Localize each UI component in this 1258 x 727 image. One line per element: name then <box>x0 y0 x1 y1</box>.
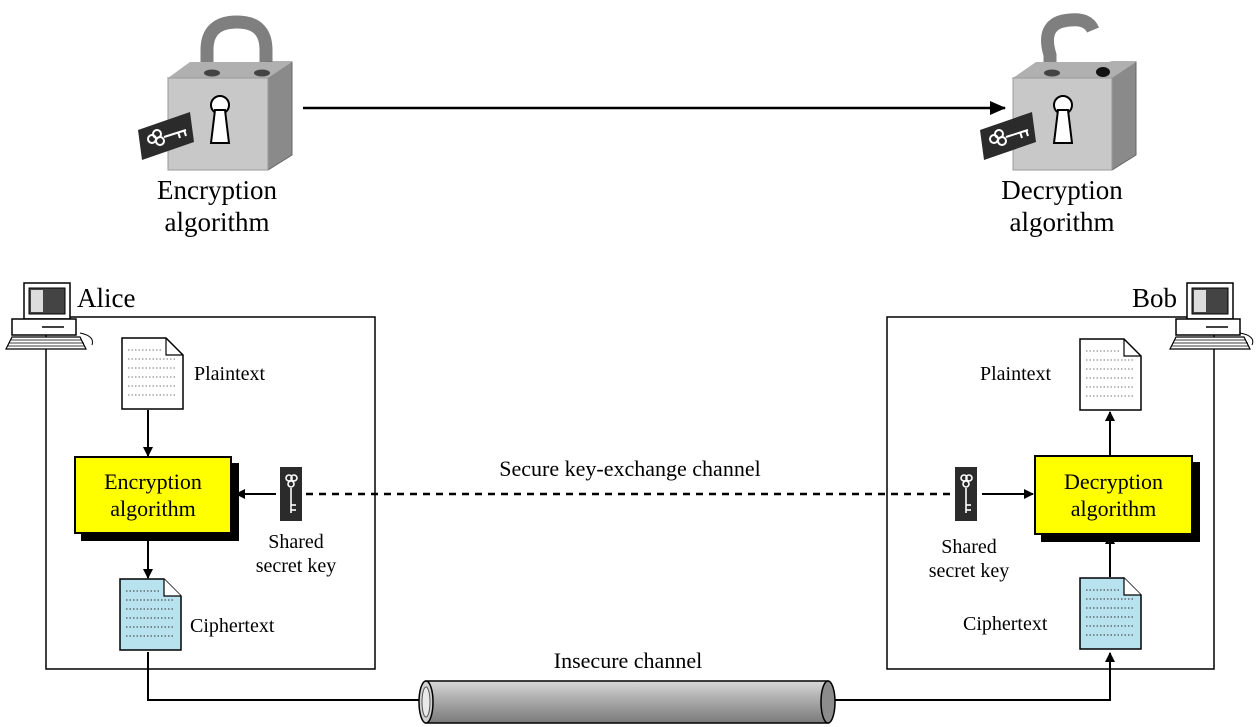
insecure-path-left <box>147 652 426 701</box>
label-line: Decryption <box>1001 175 1123 205</box>
padlock-open-icon <box>980 13 1137 171</box>
bob-box <box>886 316 1215 670</box>
label-line: algorithm <box>110 496 196 521</box>
pipe-icon <box>418 680 836 724</box>
label-line: Decryption <box>1064 468 1163 494</box>
computer-icon <box>5 282 93 350</box>
label-line: Encryption <box>104 468 202 494</box>
encryption-algorithm-label: Encryption algorithm <box>142 174 292 239</box>
encryption-algorithm-box: Encryption algorithm <box>74 456 232 534</box>
document-icon <box>1079 338 1142 411</box>
label-line: secret key <box>255 555 337 577</box>
document-icon <box>1079 577 1142 650</box>
computer-icon <box>1169 282 1254 350</box>
bob-ciphertext-label: Ciphertext <box>963 613 1048 635</box>
secure-channel-label: Secure key-exchange channel <box>499 456 761 481</box>
key-icon <box>955 467 977 521</box>
bob-name: Bob <box>1132 283 1178 313</box>
label-line: algorithm <box>1070 496 1157 521</box>
alice-ciphertext-label: Ciphertext <box>190 615 275 637</box>
alice-name: Alice <box>77 283 136 313</box>
document-icon <box>121 337 184 410</box>
label-line: algorithm <box>1009 207 1115 238</box>
label-line: Shared <box>941 536 997 558</box>
bob-key-label: Shared secret key <box>914 535 1024 583</box>
decryption-algorithm-label: Decryption algorithm <box>987 174 1137 239</box>
label-line: Shared <box>268 531 324 553</box>
decryption-algorithm-box: Decryption algorithm <box>1034 455 1193 535</box>
alice-plaintext-label: Plaintext <box>194 363 266 385</box>
label-line: Encryption <box>157 175 277 205</box>
alice-key-label: Shared secret key <box>241 530 351 578</box>
document-icon <box>119 578 182 651</box>
label-line: secret key <box>928 560 1010 582</box>
padlock-closed-icon <box>138 15 293 171</box>
insecure-channel-label: Insecure channel <box>553 648 703 673</box>
insecure-path-right <box>830 652 1115 701</box>
bob-plaintext-label: Plaintext <box>980 363 1052 385</box>
label-line: algorithm <box>164 207 270 238</box>
key-icon <box>280 467 302 521</box>
